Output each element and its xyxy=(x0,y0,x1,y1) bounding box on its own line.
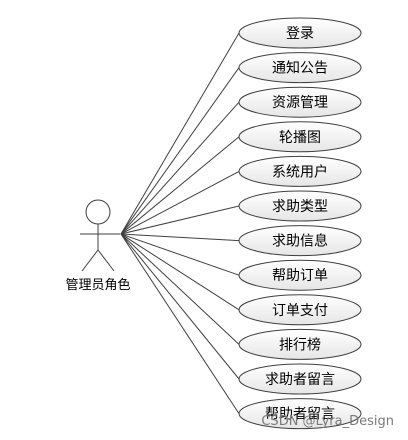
association-line xyxy=(120,101,240,235)
association-line xyxy=(120,205,240,235)
use-case-label: 登录 xyxy=(286,26,314,42)
use-case: 求助者留言 xyxy=(238,363,362,395)
use-case-ellipse xyxy=(238,398,362,430)
use-case: 帮助者留言 xyxy=(238,398,362,430)
association-line xyxy=(120,136,240,235)
use-case-ellipse xyxy=(238,52,362,84)
use-case-ellipse xyxy=(238,363,362,395)
use-case-ellipse xyxy=(238,259,362,291)
association-line xyxy=(120,233,240,276)
use-case: 资源管理 xyxy=(238,86,362,118)
actor: 管理员角色 xyxy=(65,199,131,293)
watermark: CSDN @Lyra_Design xyxy=(261,414,394,429)
association-lines xyxy=(120,32,240,414)
association-line xyxy=(120,233,240,311)
use-case-ellipse xyxy=(238,86,362,118)
use-case: 帮助订单 xyxy=(238,259,362,291)
use-case: 系统用户 xyxy=(238,155,362,187)
association-line xyxy=(120,233,240,380)
use-case-ellipse xyxy=(238,190,362,222)
use-case-ellipse xyxy=(238,17,362,49)
use-case-label: 资源管理 xyxy=(272,95,328,111)
association-line xyxy=(120,233,240,414)
use-case-label: 求助信息 xyxy=(272,233,328,250)
use-case-label: 轮播图 xyxy=(279,130,321,146)
use-case-label: 通知公告 xyxy=(272,60,328,77)
association-line xyxy=(120,233,240,242)
association-line xyxy=(120,67,240,235)
use-case-ellipse xyxy=(238,155,362,187)
use-case-label: 求助者留言 xyxy=(265,372,335,388)
use-case: 通知公告 xyxy=(238,52,362,84)
use-case-label: 订单支付 xyxy=(272,303,328,319)
use-case: 登录 xyxy=(238,17,362,49)
use-case-label: 系统用户 xyxy=(272,163,328,180)
use-case-label: 帮助订单 xyxy=(272,268,328,284)
association-line xyxy=(120,233,240,345)
use-case-label: 帮助者留言 xyxy=(265,407,335,423)
use-case: 轮播图 xyxy=(238,121,362,153)
association-line xyxy=(120,170,240,235)
association-line xyxy=(120,32,240,235)
use-case-list: 登录通知公告资源管理轮播图系统用户求助类型求助信息帮助订单订单支付排行榜求助者留… xyxy=(238,17,362,430)
use-case-ellipse xyxy=(238,294,362,326)
use-case-ellipse xyxy=(238,121,362,153)
use-case-label: 求助类型 xyxy=(272,199,328,215)
use-case: 排行榜 xyxy=(238,328,362,360)
use-case: 订单支付 xyxy=(238,294,362,326)
stick-figure-icon xyxy=(80,199,120,272)
actor-label: 管理员角色 xyxy=(65,277,130,293)
use-case-label: 排行榜 xyxy=(279,336,321,353)
use-case: 求助类型 xyxy=(238,190,362,222)
use-case-ellipse xyxy=(238,225,362,257)
use-case-ellipse xyxy=(238,328,362,360)
use-case: 求助信息 xyxy=(238,225,362,257)
